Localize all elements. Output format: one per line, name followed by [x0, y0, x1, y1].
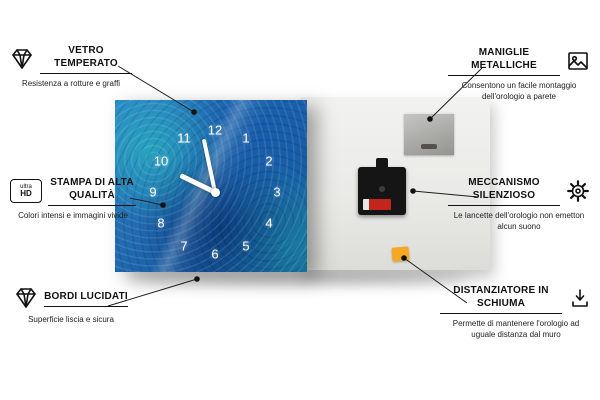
clock-number: 5: [242, 238, 250, 254]
callout-description: Le lancette dell'orologio non emetton al…: [453, 211, 585, 232]
callout-vetro-temperato: VETRO TEMPERATO Resistenza a rotture e g…: [10, 44, 132, 89]
callout-title: VETRO TEMPERATO: [40, 44, 132, 74]
callout-description: Superficie liscia e sicura: [28, 315, 114, 324]
gem-icon: [10, 47, 34, 71]
clock-number: 9: [149, 184, 157, 200]
callout-stampa-alta-qualita: ultra HD STAMPA DI ALTA QUALITÀ Colori i…: [10, 176, 136, 221]
callout-title: STAMPA DI ALTA QUALITÀ: [48, 176, 136, 206]
picture-frame-icon: [566, 49, 590, 73]
battery: [363, 199, 391, 210]
callout-maniglie-metalliche: MANIGLIE METALLICHE Consentono un facile…: [448, 46, 590, 102]
clock-number: 2: [265, 153, 273, 169]
ultra-hd-text-top: ultra: [20, 184, 32, 190]
callout-description: Resistenza a rotture e graffi: [21, 79, 121, 88]
ultra-hd-text-bottom: HD: [20, 189, 32, 198]
callout-description: Permette di mantenere l'orologio ad ugua…: [452, 319, 580, 340]
clock-mechanism: [358, 158, 406, 215]
metal-hanging-plate: [404, 113, 454, 155]
clock-number: 1: [242, 130, 250, 146]
gear-icon: [566, 179, 590, 203]
callout-meccanismo-silenzioso: MECCANISMO SILENZIOSO Le lancette dell'o…: [448, 176, 590, 232]
hanging-slot: [421, 144, 437, 149]
gem-icon: [14, 286, 38, 310]
callout-title: DISTANZIATORE IN SCHIUMA: [440, 284, 562, 314]
clock-number: 6: [211, 246, 219, 262]
hands-center-cap: [210, 187, 220, 197]
callout-description: Colori intensi e immagini vivide: [18, 211, 128, 220]
callout-title: MANIGLIE METALLICHE: [448, 46, 560, 76]
ground-shadow: [130, 272, 470, 284]
clock-back-panel: [300, 97, 490, 270]
clock-number: 7: [180, 238, 188, 254]
mechanism-shaft: [379, 185, 385, 192]
down-arrow-spacer-icon: [568, 287, 592, 311]
clock-number: 3: [273, 184, 281, 200]
callout-bordi-lucidati: BORDI LUCIDATI Superficie liscia e sicur…: [12, 286, 130, 325]
callout-description: Consentono un facile montaggio dell'orol…: [461, 81, 577, 102]
clock-number: 10: [153, 153, 169, 169]
callout-distanziatore-schiuma: DISTANZIATORE IN SCHIUMA Permette di man…: [440, 284, 592, 340]
clock-number: 12: [207, 122, 223, 138]
ultra-hd-icon: ultra HD: [10, 179, 42, 203]
mechanism-hook: [376, 158, 388, 168]
foam-spacer: [391, 246, 410, 262]
callout-title: MECCANISMO SILENZIOSO: [448, 176, 560, 206]
callout-title: BORDI LUCIDATI: [44, 290, 128, 307]
clock-number: 4: [265, 215, 273, 231]
clock-number: 8: [157, 215, 165, 231]
clock-front-panel: 12 1 2 3 4 5 6 7 8 9 10 11: [115, 100, 307, 272]
clock-number: 11: [177, 130, 191, 146]
